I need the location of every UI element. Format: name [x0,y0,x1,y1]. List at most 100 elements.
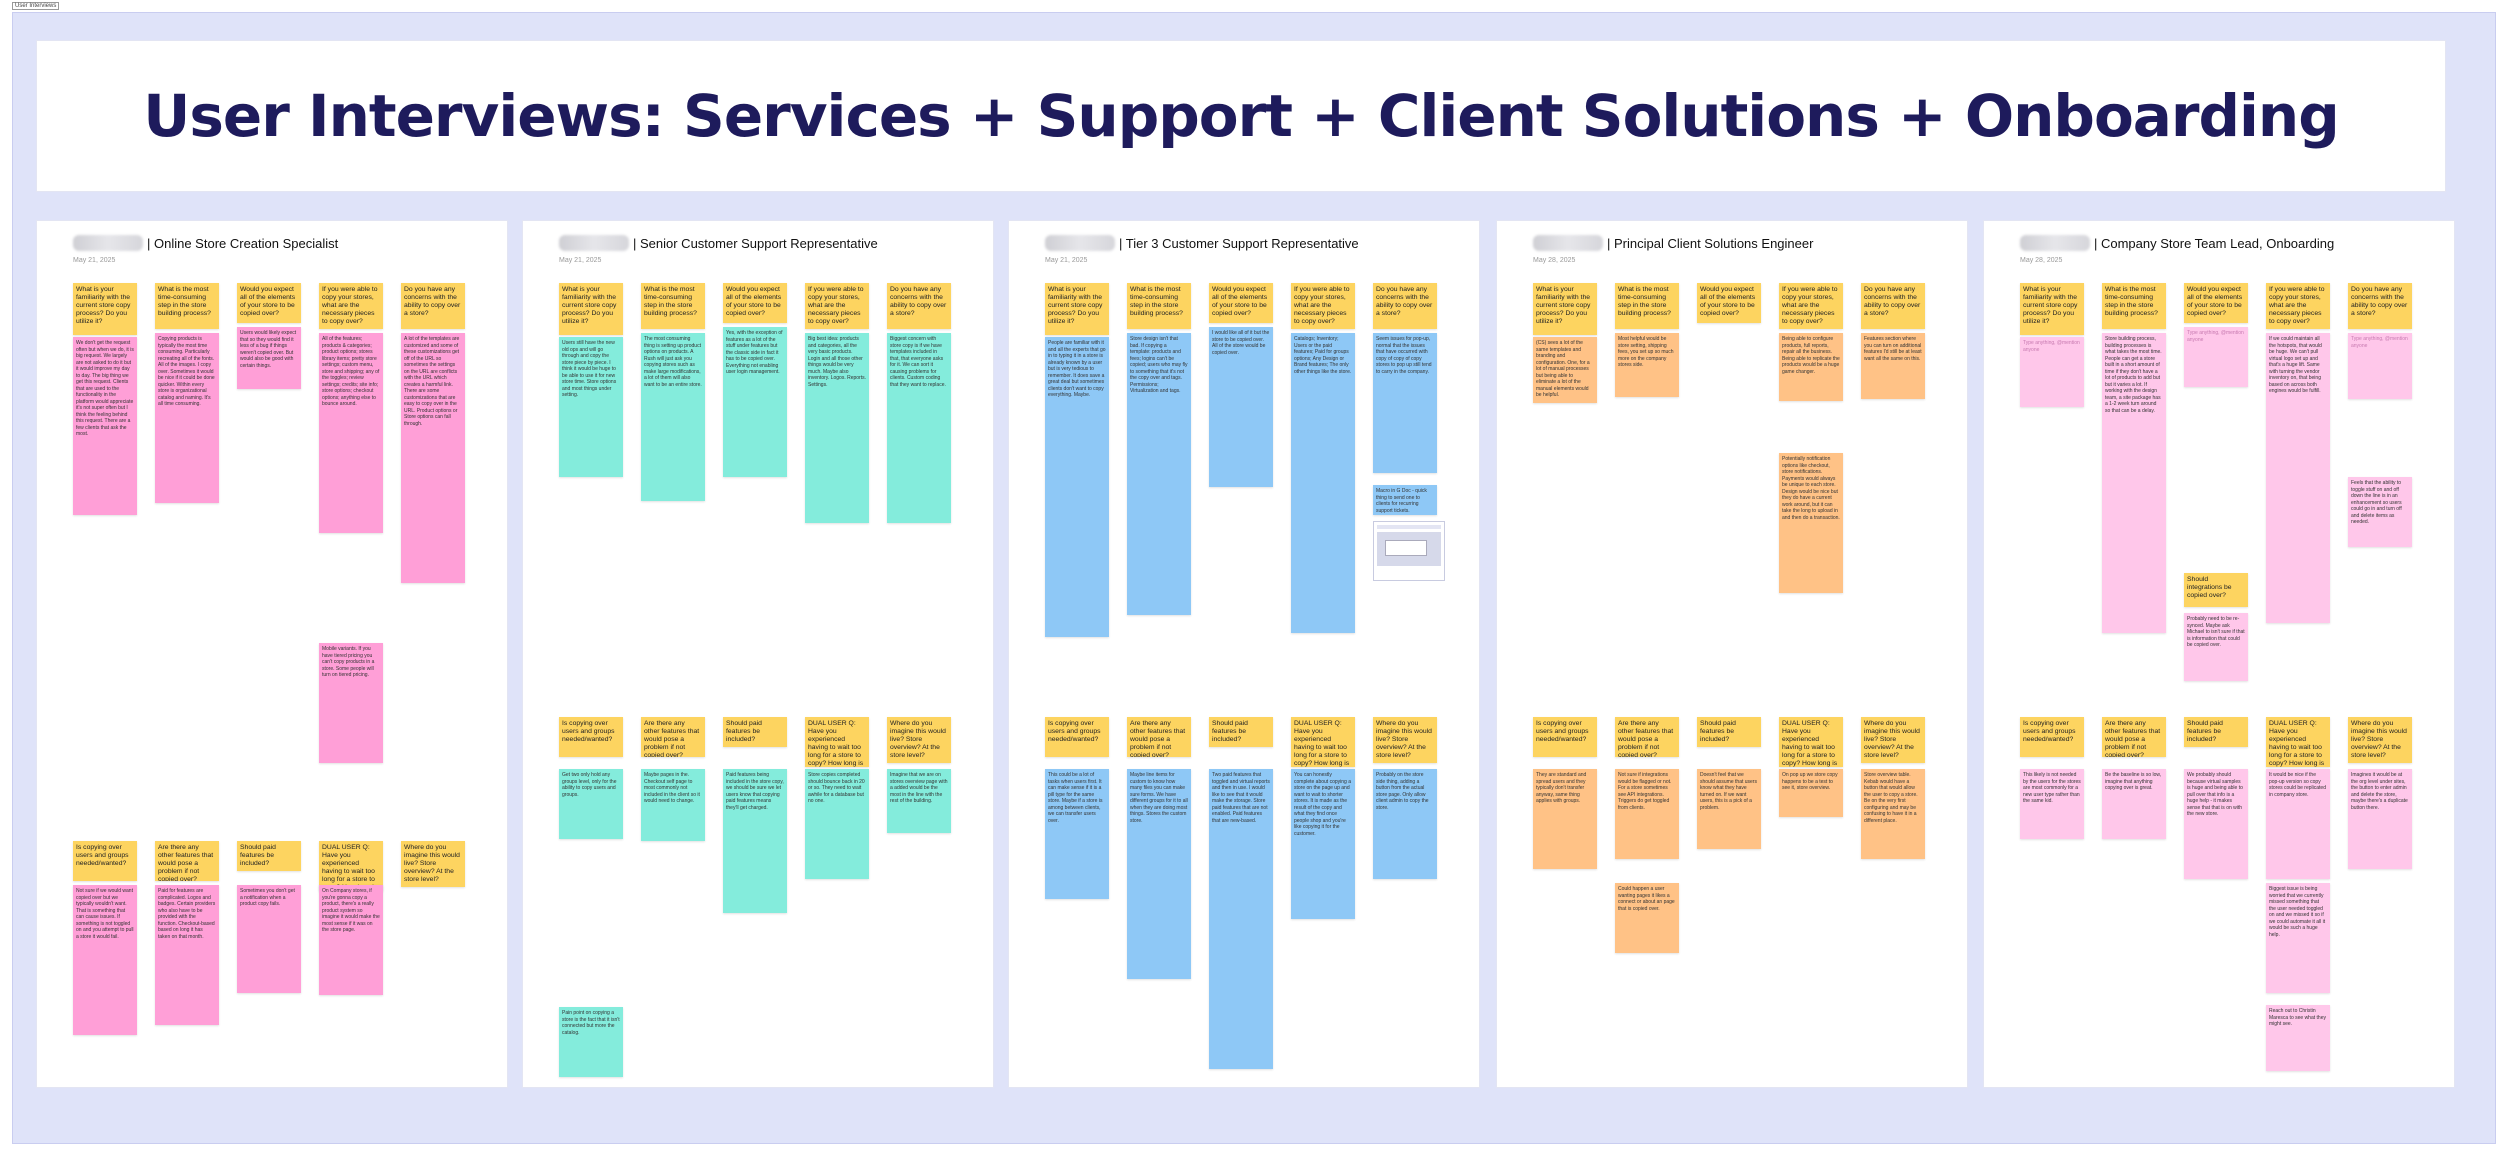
question-sticky-note[interactable]: DUAL USER Q: Have you experienced having… [2266,717,2330,767]
answer-sticky-note[interactable]: Not sure if integrations would be flagge… [1615,769,1679,859]
question-sticky-note[interactable]: DUAL USER Q: Have you experienced having… [319,841,383,891]
answer-sticky-note[interactable]: Maybe line items for custom to know how … [1127,769,1191,979]
answer-sticky-note[interactable]: All of the features; products & categori… [319,333,383,533]
question-sticky-note[interactable]: DUAL USER Q: Have you experienced having… [805,717,869,767]
answer-sticky-note[interactable]: Could happen a user wanting pages it lik… [1615,883,1679,953]
answer-sticky-note[interactable]: A lot of the templates are customized an… [401,333,465,583]
question-sticky-note[interactable]: Are there any other features that would … [2102,717,2166,757]
question-sticky-note[interactable]: Is copying over users and groups needed/… [73,841,137,881]
question-sticky-note[interactable]: Should paid features be included? [2184,717,2248,747]
question-sticky-note[interactable]: Do you have any concerns with the abilit… [887,283,951,329]
answer-sticky-note[interactable]: Pain point on copying a store is the fac… [559,1007,623,1077]
answer-sticky-note[interactable]: Be the baseline is so low, imagine that … [2102,769,2166,839]
question-sticky-note[interactable]: Where do you imagine this would live? St… [2348,717,2412,763]
question-sticky-note[interactable]: Is copying over users and groups needed/… [1045,717,1109,757]
answer-sticky-note[interactable]: Yes, with the exception of features as a… [723,327,787,477]
answer-sticky-note[interactable]: Maybe pages in the. Checkout self page t… [641,769,705,841]
answer-sticky-note[interactable]: Store design isn't that bad. If copying … [1127,333,1191,615]
question-sticky-note[interactable]: Are there any other features that would … [155,841,219,881]
question-sticky-note[interactable]: What is the most time-consuming step in … [155,283,219,329]
question-sticky-note[interactable]: Are there any other features that would … [1127,717,1191,757]
answer-sticky-note[interactable]: Biggest concern with store copy is if we… [887,333,951,523]
question-sticky-note[interactable]: What is your familiarity with the curren… [73,283,137,335]
question-sticky-note[interactable]: Is copying over users and groups needed/… [2020,717,2084,757]
answer-sticky-note[interactable]: The most consuming thing is setting up p… [641,333,705,501]
embedded-screenshot-card[interactable] [1373,521,1445,581]
answer-sticky-note[interactable]: They are standard and spread users and t… [1533,769,1597,869]
answer-sticky-note[interactable]: Not sure if we would want copied over bu… [73,885,137,1035]
answer-sticky-note[interactable]: Seem issues for pop-up, normal that the … [1373,333,1437,473]
question-sticky-note[interactable]: Would you expect all of the elements of … [2184,283,2248,323]
answer-sticky-note[interactable]: This could be a lot of tasks when users … [1045,769,1109,899]
question-sticky-note[interactable]: Do you have any concerns with the abilit… [2348,283,2412,329]
answer-sticky-note[interactable]: Store copies completed should bounce bac… [805,769,869,879]
question-sticky-note[interactable]: What is your familiarity with the curren… [1045,283,1109,335]
question-sticky-note[interactable]: Are there any other features that would … [1615,717,1679,757]
answer-sticky-note[interactable]: Features section where you can turn on a… [1861,333,1925,399]
answer-sticky-note[interactable]: Users still have the new old ops and wil… [559,337,623,477]
interview-column[interactable]: | Senior Customer Support Representative… [522,220,994,1088]
answer-sticky-note[interactable]: Reach out to Christin Maresca to see wha… [2266,1005,2330,1071]
answer-sticky-note[interactable]: Imagine that we are on stores overview p… [887,769,951,833]
answer-sticky-note[interactable]: Store overview table. Kebab would have a… [1861,769,1925,859]
answer-sticky-note[interactable]: Potentially notification options like ch… [1779,453,1843,593]
answer-sticky-note[interactable]: We don't get the request often but when … [73,337,137,515]
answer-sticky-note[interactable]: Probably on the store side thing, adding… [1373,769,1437,879]
question-sticky-note[interactable]: What is the most time-consuming step in … [641,283,705,329]
answer-sticky-note[interactable]: Probably need to be re-synced. Maybe ask… [2184,613,2248,681]
question-sticky-note[interactable]: Should paid features be included? [723,717,787,747]
question-sticky-note[interactable]: Would you expect all of the elements of … [1209,283,1273,323]
answer-sticky-note[interactable]: It would be nice if the pop-up version s… [2266,769,2330,879]
question-sticky-note[interactable]: If you were able to copy your stores, wh… [319,283,383,329]
question-sticky-note[interactable]: Should paid features be included? [237,841,301,871]
question-sticky-note[interactable]: Do you have any concerns with the abilit… [1373,283,1437,329]
answer-sticky-note[interactable]: Imagines it would be at the org level un… [2348,769,2412,869]
question-sticky-note[interactable]: If you were able to copy your stores, wh… [805,283,869,329]
question-sticky-note[interactable]: Where do you imagine this would live? St… [887,717,951,763]
answer-sticky-note[interactable]: Store building process, building process… [2102,333,2166,633]
question-sticky-note[interactable]: If you were able to copy your stores, wh… [1779,283,1843,329]
answer-sticky-note[interactable]: Paid features being included in the stor… [723,769,787,913]
answer-sticky-note[interactable]: Copying products is typically the most t… [155,333,219,503]
answer-sticky-note[interactable]: Big best idea: products and categories, … [805,333,869,523]
question-sticky-note[interactable]: What is your familiarity with the curren… [1533,283,1597,335]
question-sticky-note[interactable]: Do you have any concerns with the abilit… [401,283,465,329]
question-sticky-note[interactable]: Should integrations be copied over? [2184,573,2248,607]
answer-sticky-note[interactable]: Feels that the ability to toggle stuff o… [2348,477,2412,547]
question-sticky-note[interactable]: What is the most time-consuming step in … [1615,283,1679,329]
question-sticky-note[interactable]: Would you expect all of the elements of … [723,283,787,323]
question-sticky-note[interactable]: If you were able to copy your stores, wh… [1291,283,1355,329]
answer-sticky-note[interactable]: Type anything, @mention anyone [2348,333,2412,399]
answer-sticky-note[interactable]: Most helpful would be store setting, shi… [1615,333,1679,397]
question-sticky-note[interactable]: Is copying over users and groups needed/… [559,717,623,757]
question-sticky-note[interactable]: Do you have any concerns with the abilit… [1861,283,1925,329]
answer-sticky-note[interactable]: If we could maintain all the hotspots, t… [2266,333,2330,623]
answer-sticky-note[interactable]: On pop up we store copy happens to be a … [1779,769,1843,817]
question-sticky-note[interactable]: DUAL USER Q: Have you experienced having… [1291,717,1355,767]
answer-sticky-note[interactable]: (CS) sees a lot of the same templates an… [1533,337,1597,403]
answer-sticky-note[interactable]: This likely is not needed by the users f… [2020,769,2084,839]
question-sticky-note[interactable]: Should paid features be included? [1209,717,1273,747]
answer-sticky-note[interactable]: Two paid features that toggled and virtu… [1209,769,1273,1069]
question-sticky-note[interactable]: What is your familiarity with the curren… [2020,283,2084,335]
answer-sticky-note[interactable]: People are familiar with it and all the … [1045,337,1109,637]
question-sticky-note[interactable]: Are there any other features that would … [641,717,705,757]
answer-sticky-note[interactable]: You can honestly complete about copying … [1291,769,1355,919]
answer-sticky-note[interactable]: Users would likely expect that so they w… [237,327,301,389]
question-sticky-note[interactable]: What is the most time-consuming step in … [2102,283,2166,329]
answer-sticky-note[interactable]: Paid for features are complicated. Logos… [155,885,219,1025]
question-sticky-note[interactable]: Would you expect all of the elements of … [237,283,301,323]
answer-sticky-note[interactable]: Catalogs; Inventory; Users or the paid f… [1291,333,1355,633]
question-sticky-note[interactable]: If you were able to copy your stores, wh… [2266,283,2330,329]
answer-sticky-note[interactable]: Doesn't feel that we should assume that … [1697,769,1761,849]
answer-sticky-note[interactable]: We probably should because virtual sampl… [2184,769,2248,879]
answer-sticky-note[interactable]: I would like all of it but the store to … [1209,327,1273,487]
answer-sticky-note[interactable]: Macro in G Doc - quick thing to send one… [1373,485,1437,515]
frame-label[interactable]: User Interviews [12,2,60,10]
interview-column[interactable]: | Tier 3 Customer Support Representative… [1008,220,1480,1088]
question-sticky-note[interactable]: Where do you imagine this would live? St… [1861,717,1925,763]
answer-sticky-note[interactable]: Type anything, @mention anyone [2184,327,2248,387]
